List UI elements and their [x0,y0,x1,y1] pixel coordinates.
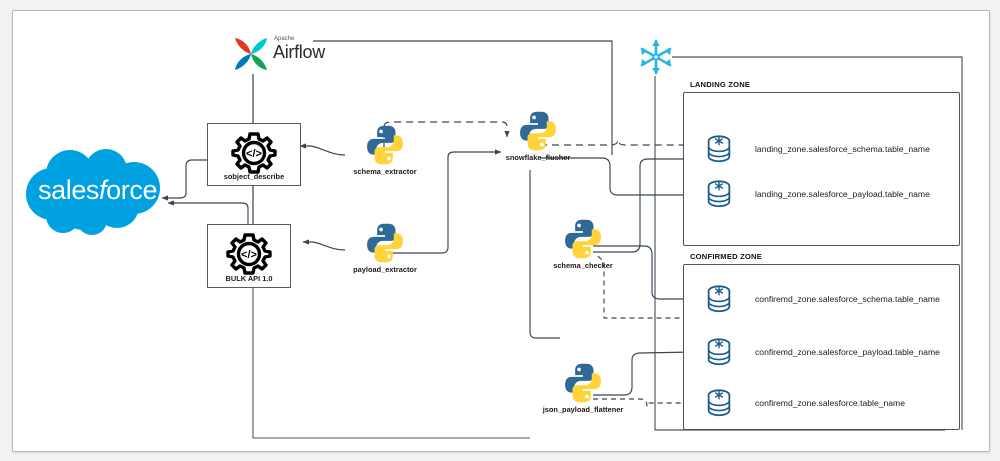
code-gear-icon: </> [226,233,272,275]
snowflake-warehouse-node[interactable] [638,38,674,76]
confirmed-salesforce-table-label: confiremd_zone.salesforce.table_name [755,398,906,408]
snowflake-icon [640,39,672,75]
salesforce-cloud-icon [26,149,160,235]
airflow-vendor-label: Apache [274,36,295,42]
landing-payload-table-label: landing_zone.salesforce_payload.table_na… [755,189,930,199]
snowflake-database-icon [707,180,731,208]
confirmed-schema-table-row[interactable]: confiremd_zone.salesforce_schema.table_n… [703,283,940,315]
schema-checker-label: schema_checker [553,261,613,270]
schema-checker-node[interactable]: schema_checker [540,218,626,274]
snowflake-database-icon [707,338,731,366]
python-icon [565,363,601,403]
python-icon [367,125,403,165]
snowflake-flusher-label: snowflake_flusher [505,153,571,162]
confirmed-salesforce-table-row[interactable]: confiremd_zone.salesforce.table_name [703,387,905,419]
python-icon [565,219,601,259]
salesforce-wordmark: salesforce [38,175,158,205]
schema-extractor-label: schema_extractor [353,167,417,176]
confirmed-payload-table-label: confiremd_zone.salesforce_payload.table_… [755,347,940,357]
json-payload-flattener-node[interactable]: json_payload_flattener [525,362,641,420]
python-icon [367,223,403,263]
landing-payload-table-row[interactable]: landing_zone.salesforce_payload.table_na… [703,178,930,210]
landing-schema-table-row[interactable]: landing_zone.salesforce_schema.table_nam… [703,133,930,165]
confirmed-payload-table-row[interactable]: confiremd_zone.salesforce_payload.table_… [703,336,940,368]
confirmed-schema-table-label: confiremd_zone.salesforce_schema.table_n… [755,294,940,304]
landing-zone-box [683,92,960,246]
bulk-api-label: BULK API 1.0 [225,274,273,283]
landing-zone-title: LANDING ZONE [690,80,751,89]
snowflake-flusher-node[interactable]: snowflake_flusher [492,110,584,166]
svg-text:</>: </> [241,249,257,261]
sobject-describe-label: sobject_describe [223,172,285,181]
apache-airflow-node[interactable]: Apache Airflow [228,33,325,77]
landing-schema-table-label: landing_zone.salesforce_schema.table_nam… [755,144,930,154]
salesforce-source[interactable]: salesforce [22,140,170,240]
python-icon [520,111,556,151]
airflow-name-label: Airflow [273,42,325,62]
snowflake-database-icon [707,285,731,313]
snowflake-database-icon [707,135,731,163]
bulk-api-box[interactable]: </> BULK API 1.0 [207,224,291,288]
snowflake-database-icon [707,389,731,417]
apache-airflow-icon [235,38,267,70]
sobject-describe-box[interactable]: </> sobject_describe [207,123,301,186]
payload-extractor-node[interactable]: payload_extractor [343,222,427,278]
json-payload-flattener-label: json_payload_flattener [542,405,624,414]
code-gear-icon: </> [231,131,277,174]
svg-text:</>: </> [246,148,262,160]
payload-extractor-label: payload_extractor [353,265,417,274]
confirmed-zone-title: CONFIRMED ZONE [690,252,762,261]
schema-extractor-node[interactable]: schema_extractor [343,124,427,180]
